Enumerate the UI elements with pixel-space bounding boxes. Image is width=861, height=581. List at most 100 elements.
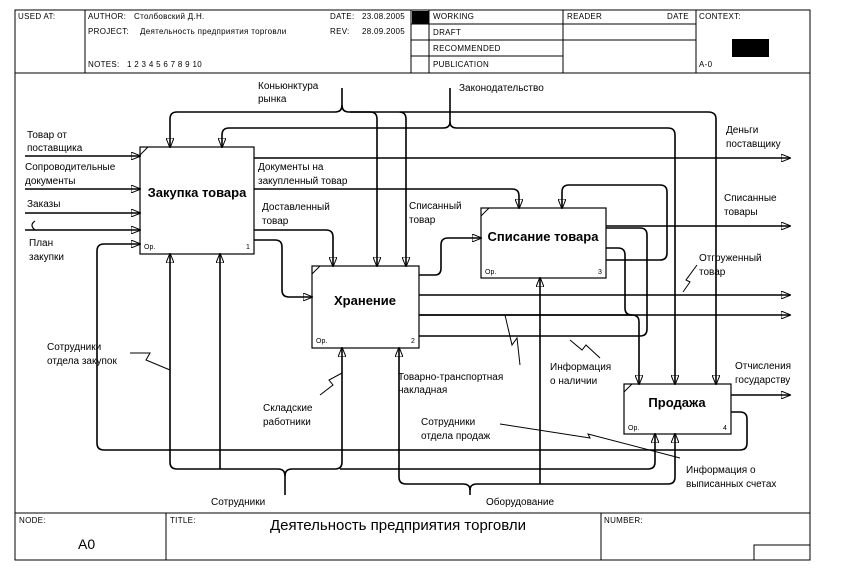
title-label: TITLE: (170, 516, 196, 525)
label-sotrudniki: Сотрудники (211, 497, 265, 508)
status-publication: PUBLICATION (433, 60, 489, 69)
arrow-oborud-hranenie (399, 348, 471, 491)
label-dokumenty-1: Документы на (258, 162, 324, 173)
status-draft: DRAFT (433, 28, 461, 37)
arrow-konyunktura-zakupka (170, 88, 343, 147)
project-value: Деятельность предприятия торговли (140, 27, 286, 36)
label-skladskie-2: работники (263, 416, 311, 428)
arrow-konyunktura-prodazha (400, 111, 716, 384)
box-zakupka-title: Закупка товара (148, 185, 247, 200)
label-zakon: Законодательство (459, 83, 544, 94)
label-info-vyp-1: Информация о (686, 464, 756, 476)
date-label: DATE: (330, 12, 354, 21)
box-prodazha-num: 4 (723, 425, 727, 432)
label-otchisl-1: Отчисления (735, 361, 791, 372)
box-spisanie-num: 3 (598, 269, 602, 276)
label-dengi-2: поставщику (726, 139, 781, 150)
arrows (25, 88, 790, 495)
arrow-info-nal (419, 227, 648, 337)
label-skladskie-1: Складские (263, 403, 313, 414)
arrow-spisanny (419, 238, 481, 276)
box-prodazha-op: Op. (628, 425, 639, 432)
label-soprovod-1: Сопроводительные (25, 162, 116, 173)
author-value: Столбовский Д.Н. (134, 12, 205, 21)
arrow-zakon-zakupka (222, 121, 451, 147)
label-soprovod-2: документы (25, 176, 76, 187)
arrow-zakon-hranenie (350, 111, 406, 266)
label-plan-1: План (29, 238, 53, 249)
box-spisanie[interactable]: Списание товара Op. 3 (480, 207, 607, 279)
label-sotr-zak-2: отдела закупок (47, 356, 117, 367)
box-hranenie-num: 2 (411, 338, 415, 345)
label-sotr-prod-2: отдела продаж (421, 431, 491, 442)
date2-label: DATE (667, 12, 689, 21)
label-tovar-ot-2: поставщика (27, 143, 83, 154)
label-connectors (130, 264, 698, 459)
arrow-labels: Коньюнктура рынка Законодательство Товар… (25, 81, 791, 508)
box-spisanie-title: Списание товара (488, 229, 600, 244)
label-tovarno-1: Товарно-транспортная (398, 372, 503, 383)
box-hranenie[interactable]: Хранение Op. 2 (311, 265, 420, 349)
label-info-vyp-2: выписанных счетах (686, 479, 776, 490)
label-spisanny-2: товар (409, 215, 436, 226)
arrow-dostavl (254, 239, 312, 297)
label-info-nal-2: о наличии (550, 376, 597, 387)
label-spisanny-1: Списанный (409, 201, 462, 212)
label-plan-2: закупки (29, 252, 64, 263)
box-prodazha[interactable]: Продажа Op. 4 (623, 383, 732, 435)
arrow-spisanie-feedback (562, 184, 668, 261)
arrow-dokumenty (254, 188, 519, 208)
label-konyunktura-2: рынка (258, 94, 287, 105)
label-sotr-zak-1: Сотрудники (47, 342, 101, 353)
label-spisannye-1: Списанные (724, 193, 777, 204)
box-spisanie-op: Op. (485, 269, 496, 276)
notes-value: 1 2 3 4 5 6 7 8 9 10 (127, 60, 202, 69)
label-zakazy: Заказы (27, 199, 60, 210)
label-oborud: Оборудование (486, 496, 554, 508)
label-dengi-1: Деньги (726, 125, 758, 136)
arrow-dostavl-control (254, 229, 333, 266)
box-hranenie-title: Хранение (334, 293, 396, 308)
arrow-info-vyp (96, 244, 748, 451)
arrow-zakon-prodazha (449, 121, 675, 384)
label-tovarno-2: накладная (398, 385, 447, 396)
label-dostavl-1: Доставленный (262, 202, 330, 213)
label-sotr-prod-1: Сотрудники (421, 417, 475, 428)
rev-value: 28.09.2005 (362, 27, 405, 36)
label-tovar-ot-1: Товар от (27, 130, 67, 141)
label-konyunktura-1: Коньюнктура (258, 81, 319, 92)
footer-frame (14, 512, 811, 561)
arrow-sotrudniki-prodazha (340, 434, 655, 470)
arrow-oborud-prodazha (469, 434, 675, 491)
context-label: CONTEXT: (699, 12, 741, 21)
status-recommended: RECOMMENDED (433, 44, 501, 53)
date-value: 23.08.2005 (362, 12, 405, 21)
node-value: A0 (78, 536, 95, 552)
node-label: NODE: (19, 516, 46, 525)
label-otchisl-2: государству (735, 375, 790, 386)
label-dokumenty-2: закупленный товар (258, 176, 348, 187)
box-zakupka-num: 1 (246, 244, 250, 251)
box-prodazha-title: Продажа (648, 395, 706, 410)
label-info-nal-1: Информация (550, 361, 611, 373)
diagram-title: Деятельность предприятия торговли (270, 517, 526, 534)
context-node: A-0 (699, 60, 713, 69)
project-label: PROJECT: (88, 27, 129, 36)
label-dostavl-2: товар (262, 216, 289, 227)
number-label: NUMBER: (604, 516, 643, 525)
box-zakupka[interactable]: Закупка товара Op. 1 (139, 146, 255, 255)
used-at-label: USED AT: (18, 12, 55, 21)
reader-label: READER (567, 12, 602, 21)
arrow-sotrudniki-zakupka (170, 254, 286, 477)
box-zakupka-op: Op. (144, 244, 155, 251)
author-label: AUTHOR: (88, 12, 126, 21)
box-hranenie-op: Op. (316, 338, 327, 345)
label-spisannye-2: товары (724, 207, 758, 218)
rev-label: REV: (330, 27, 350, 36)
label-otgruzh-2: товар (699, 267, 726, 278)
label-otgruzh-1: Отгруженный (699, 253, 762, 264)
notes-label: NOTES: (88, 60, 120, 69)
status-working: WORKING (433, 12, 474, 21)
arrow-plan-tick (31, 220, 36, 231)
